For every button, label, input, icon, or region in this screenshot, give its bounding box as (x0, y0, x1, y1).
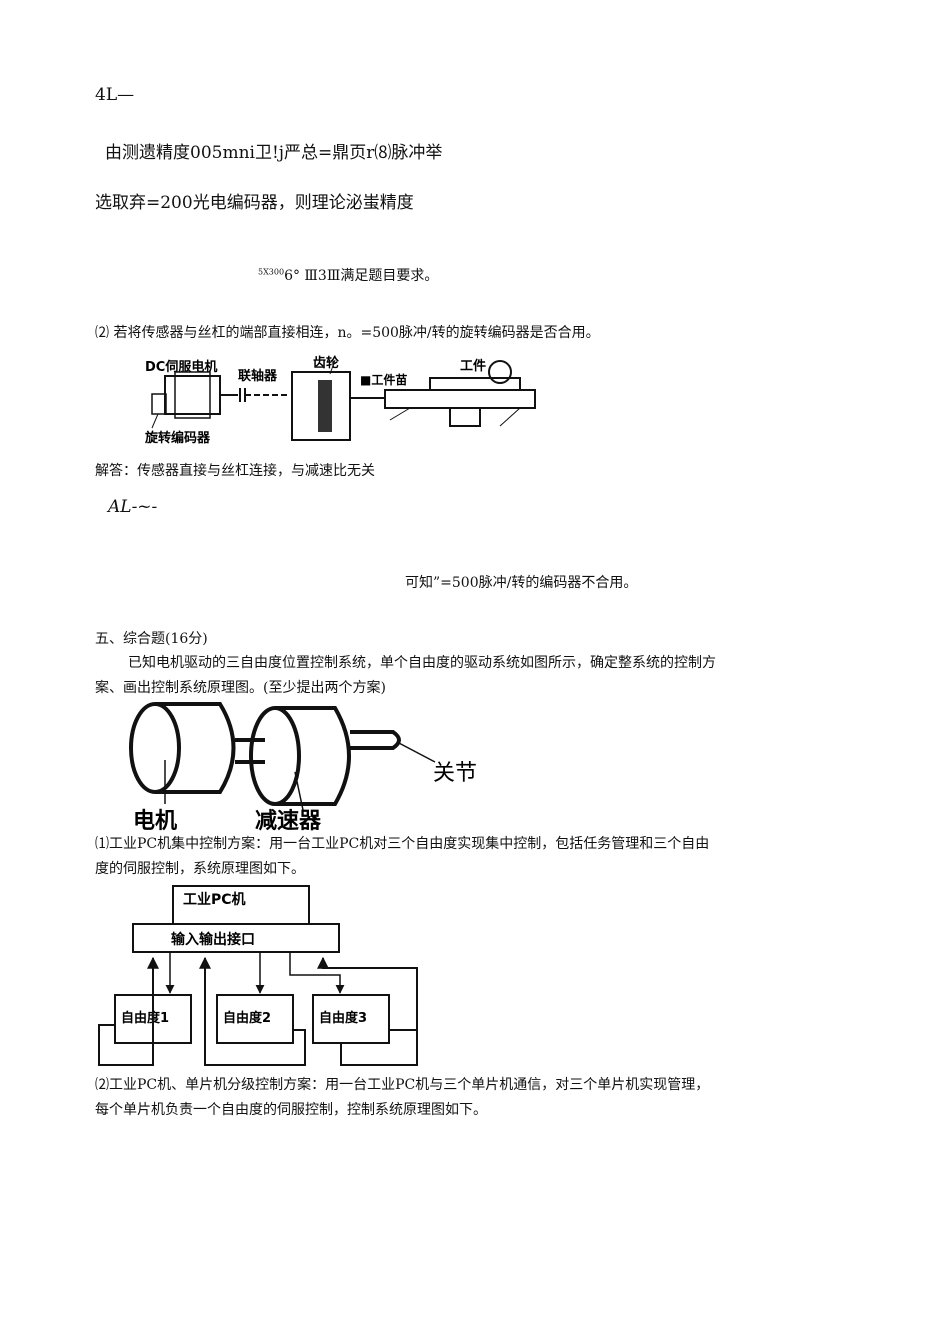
dof1-label: 自由度1 (121, 1010, 169, 1026)
reducer-front (249, 706, 301, 806)
answer-line: 解答：传感器直接与丝杠连接，与减速比无关 (95, 463, 375, 479)
scheme2-line-1: ⑵工业PC机、单片机分级控制方案：用一台工业PC机与三个单片机通信，对三个单片机… (95, 1077, 710, 1093)
gear-teeth (318, 380, 332, 432)
label-gear: 齿轮 (313, 355, 339, 371)
line-result: 5X3006° Ⅲ3Ⅲ满足题目要求。 (258, 265, 438, 285)
motor-flange (174, 371, 211, 419)
pc-label: 工业PC机 (183, 891, 246, 908)
figure-drive: 关节 电机 减速器 (125, 700, 495, 834)
label-workpiece: 工件 (460, 358, 486, 374)
figure-block-diagram: 工业PC机 输入输出接口 自由度1 自由度2 自由度3 (95, 880, 425, 1070)
hatch-1 (389, 407, 411, 421)
problem-line-1: 已知电机驱动的三自由度位置控制系统，单个自由度的驱动系统如图所示，确定整系统的控… (128, 655, 716, 671)
scheme1-line-1: ⑴工业PC机集中控制方案：用一台工业PC机对三个自由度实现集中控制，包括任务管理… (95, 836, 710, 852)
lead-screw (384, 389, 536, 409)
question-2: ⑵ 若将传感器与丝杠的端部直接相连，n。=500脉冲/转的旋转编码器是否合用。 (95, 325, 600, 341)
label-worktable: ■工件苗 (360, 372, 407, 387)
label-joint: 关节 (433, 761, 477, 786)
feedback-dof3-lower (340, 1030, 418, 1066)
encoder-leader (151, 413, 159, 429)
motor-side (155, 702, 236, 794)
io-label: 输入输出接口 (171, 931, 255, 948)
arrow-dof3-down (289, 952, 345, 994)
conclusion-line: 可知”=500脉冲/转的编码器不合用。 (405, 575, 638, 591)
encoder-block (151, 393, 167, 415)
gear-frame (291, 371, 351, 441)
output-shaft (350, 730, 401, 750)
hatch-2 (499, 407, 521, 427)
gear-leader (329, 359, 336, 375)
reducer-side (275, 706, 351, 806)
joint-leader (396, 741, 436, 763)
motor-front (129, 702, 181, 794)
label-encoder: 旋转编码器 (144, 430, 211, 446)
feedback-dof1 (98, 956, 159, 1066)
scheme2-line-2: 每个单片机负责一个自由度的伺服控制，控制系统原理图如下。 (95, 1102, 487, 1118)
line-4l: 4L— (95, 85, 135, 105)
scheme1-line-2: 度的伺服控制，系统原理图如下。 (95, 861, 305, 877)
label-reducer: 减速器 (255, 808, 322, 832)
dof3-label: 自由度3 (319, 1010, 367, 1026)
label-coupling: 联轴器 (238, 368, 278, 384)
figure-mechanism: DC伺服电机 联轴器 齿轮 ■工件苗 工件 旋转编码器 (130, 350, 540, 450)
line-encoder-choice: 选取弃=200光电编码器，则理论泌蚩精度 (95, 193, 414, 213)
worktable (429, 377, 521, 391)
formula-al: AL-~- (108, 497, 158, 517)
label-motor: 电机 (133, 809, 177, 832)
feedback-dof3 (317, 956, 418, 1031)
problem-line-2: 案、画出控制系统原理图。(至少提出两个方案) (95, 680, 386, 696)
motor-body (164, 375, 221, 415)
line-result-main: 6° Ⅲ3Ⅲ满足题目要求。 (284, 268, 439, 284)
feedback-dof2 (199, 956, 306, 1066)
nut-block (449, 407, 481, 427)
reducer-leader (294, 771, 304, 811)
dof2-label: 自由度2 (223, 1010, 271, 1026)
line-precision: 由测遗精度005mni卫!j严总=鼎页r⑻脉冲举 (105, 143, 443, 163)
section-heading: 五、综合题(16分) (95, 631, 208, 647)
dof2-box (216, 994, 294, 1044)
io-box (132, 923, 340, 953)
line-result-sup: 5X300 (258, 267, 285, 277)
label-dc-motor: DC伺服电机 (145, 359, 217, 375)
dof3-box (312, 994, 390, 1044)
workpiece-roller (488, 360, 512, 384)
